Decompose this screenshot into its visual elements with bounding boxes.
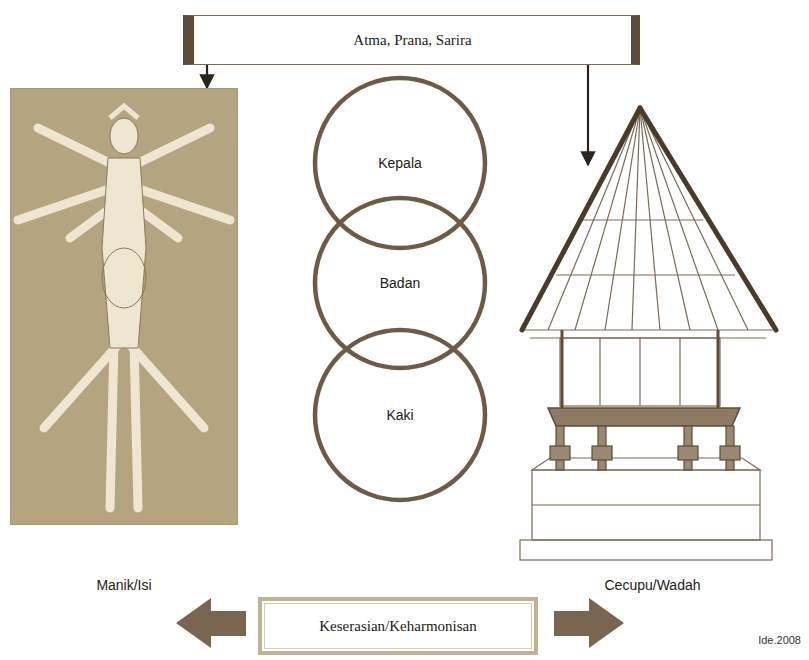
body-circle: Badan xyxy=(312,195,488,371)
circle-ring xyxy=(315,330,485,500)
circle-label: Badan xyxy=(380,275,420,291)
box-label: Atma, Prana, Sarira xyxy=(353,32,471,49)
house-node: Cecupu/Wadah xyxy=(520,165,785,593)
figure-crown xyxy=(110,106,138,118)
circle-ring xyxy=(315,198,485,368)
caption-label: Cecupu/Wadah xyxy=(605,577,701,593)
top-box: Atma, Prana, Sarira xyxy=(183,15,640,65)
figure-detail xyxy=(102,248,146,308)
figure-head xyxy=(110,118,138,154)
down-arrow xyxy=(206,65,208,88)
box-label: Keserasian/Keharmonisan xyxy=(319,618,476,635)
figure-torso xyxy=(102,158,146,348)
foot-circle: Kaki xyxy=(312,327,488,503)
left-block-arrow xyxy=(176,598,246,648)
figure-limb xyxy=(134,343,138,508)
credit-note: Ide.2008 xyxy=(758,634,801,646)
right-block-arrow xyxy=(554,598,624,648)
circle-label: Kaki xyxy=(386,407,413,423)
figure-panel: Manik/Isi xyxy=(10,88,238,593)
bottom-box: Keserasian/Keharmonisan xyxy=(258,597,538,655)
down-arrow xyxy=(587,65,589,165)
figure-ground xyxy=(10,88,238,525)
figure-limb xyxy=(110,343,114,508)
caption-label: Manik/Isi xyxy=(96,577,151,593)
circle-label: Kepala xyxy=(378,155,422,171)
figure-illustration xyxy=(10,88,238,525)
